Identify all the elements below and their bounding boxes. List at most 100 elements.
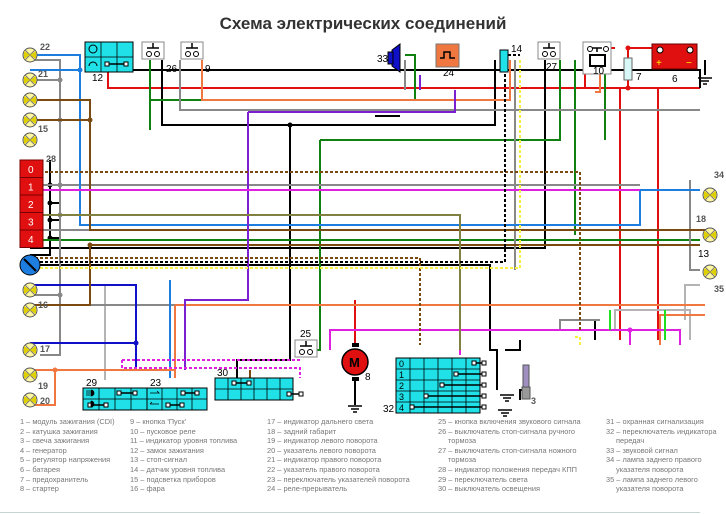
lamp-20 — [22, 392, 38, 408]
bottom-divider — [0, 512, 700, 513]
gear-switch-digit: 0 — [399, 359, 404, 369]
legend-item: 22 – указатель правого поворота — [267, 464, 380, 474]
legend-item: 5 – регулятор напряжения — [20, 455, 111, 465]
label-29: 29 — [86, 378, 98, 389]
lamp-35 — [702, 264, 718, 280]
relay-terminal — [603, 46, 609, 52]
button-contact — [146, 51, 152, 57]
junction-dot — [625, 85, 631, 91]
lamp-indicator — [22, 282, 38, 298]
starter-8: M — [341, 343, 369, 381]
black-wire — [290, 60, 496, 126]
legend-item: 29 – переключатель света — [438, 474, 528, 484]
battery-plus: + — [656, 58, 662, 69]
button-plunger — [147, 43, 159, 49]
junction-dot — [77, 67, 83, 73]
battery-terminal — [656, 46, 664, 54]
switch-contact — [116, 390, 122, 396]
starter-terminal — [352, 377, 359, 381]
label-25: 25 — [300, 329, 312, 340]
gear-indicator-digit: 0 — [28, 165, 34, 176]
lamp-22 — [22, 47, 38, 63]
high-beam-icon — [86, 389, 95, 397]
label-21: 21 — [38, 69, 48, 79]
relay-contact-bar — [592, 47, 602, 52]
lamp-34 — [702, 187, 718, 203]
horn-33-icon — [387, 43, 401, 73]
legend-item: передач — [616, 436, 645, 446]
diagram-title: Схема электрических соединений — [219, 14, 507, 33]
legend-item: 15 – подсветка приборов — [130, 474, 216, 484]
label-33: 33 — [377, 54, 389, 65]
lighting-switch-30 — [214, 377, 304, 401]
black-wire — [30, 54, 520, 263]
legend-item: 23 – переключатель указателей поворота — [267, 474, 410, 484]
junction-dot — [133, 340, 139, 346]
legend-item: 1 – модуль зажигания (CDI) — [20, 417, 115, 426]
green-wire — [149, 54, 416, 101]
lamp-filament — [24, 116, 36, 124]
legend-item: 12 – замок зажигания — [130, 445, 204, 455]
relay-terminal — [587, 46, 593, 52]
starter-symbol: M — [349, 355, 360, 370]
alarm-31-icon — [19, 254, 41, 276]
lamp-filament — [704, 231, 716, 239]
wires-layer — [30, 45, 710, 406]
switch-contact — [180, 390, 186, 396]
label-24: 24 — [443, 68, 455, 79]
legend-item: тормоза — [448, 436, 477, 446]
switch-contact — [453, 371, 459, 377]
switch-contact — [123, 61, 129, 67]
black-wire — [161, 60, 291, 378]
legend-item: 19 – индикатор левого поворота — [267, 436, 378, 446]
lamp-filament — [24, 96, 36, 104]
spark-plug-3 — [521, 364, 531, 400]
legend-item: указателя поворота — [616, 464, 684, 474]
button-contact — [193, 51, 199, 57]
ground-icon — [348, 405, 362, 413]
junction-dot — [52, 367, 58, 373]
lamp-21 — [22, 72, 38, 88]
legend-column-5: 31 – охранная сигнализация 32 – переключ… — [606, 417, 717, 494]
start-button-9 — [180, 41, 204, 60]
legend-column-3: 17 – индикатор дальнего света 18 – задни… — [267, 417, 410, 494]
ignition-lock-12 — [84, 41, 134, 73]
switch-contact — [132, 390, 138, 396]
lamp-filament — [24, 136, 36, 144]
label-10: 10 — [593, 66, 605, 77]
legend-item: 2 – катушка зажигания — [20, 426, 98, 436]
legend-item: тормоза — [448, 455, 477, 465]
label-34: 34 — [714, 170, 724, 180]
lamp-filament — [704, 268, 716, 276]
orange-wire — [659, 314, 705, 345]
legend-item: 3 – свеча зажигания — [20, 436, 90, 446]
violet-wire — [184, 112, 249, 370]
legend-item: 7 – предохранитель — [20, 474, 89, 484]
legend-item: 30 – выключатель освещения — [438, 484, 540, 494]
gear-switch-digit: 1 — [399, 370, 404, 380]
legend-item: указателя поворота — [616, 484, 684, 494]
battery-minus: − — [686, 58, 692, 69]
switch-contact — [471, 360, 477, 366]
legend-item: 26 – выключатель стоп-сигнала ручного — [438, 426, 576, 436]
legend-item: 17 – индикатор дальнего света — [267, 417, 374, 426]
legend-item: 34 – лампа заднего правого — [606, 455, 702, 465]
lamp-filament — [24, 346, 36, 354]
switch-contact — [481, 393, 487, 399]
relay-coil — [589, 54, 606, 67]
label-32: 32 — [383, 404, 395, 415]
label-7: 7 — [636, 72, 642, 83]
plug-body — [521, 386, 531, 400]
label-30: 30 — [217, 368, 229, 379]
orange-wire — [201, 60, 511, 101]
brown-wire — [30, 257, 421, 345]
ground-icon — [498, 409, 512, 417]
lamp-filament — [24, 51, 36, 59]
junction-dot — [57, 77, 63, 83]
switch-contact — [409, 404, 415, 410]
button-contact — [550, 51, 556, 57]
button-contact — [185, 51, 191, 57]
label-20: 20 — [40, 396, 50, 406]
